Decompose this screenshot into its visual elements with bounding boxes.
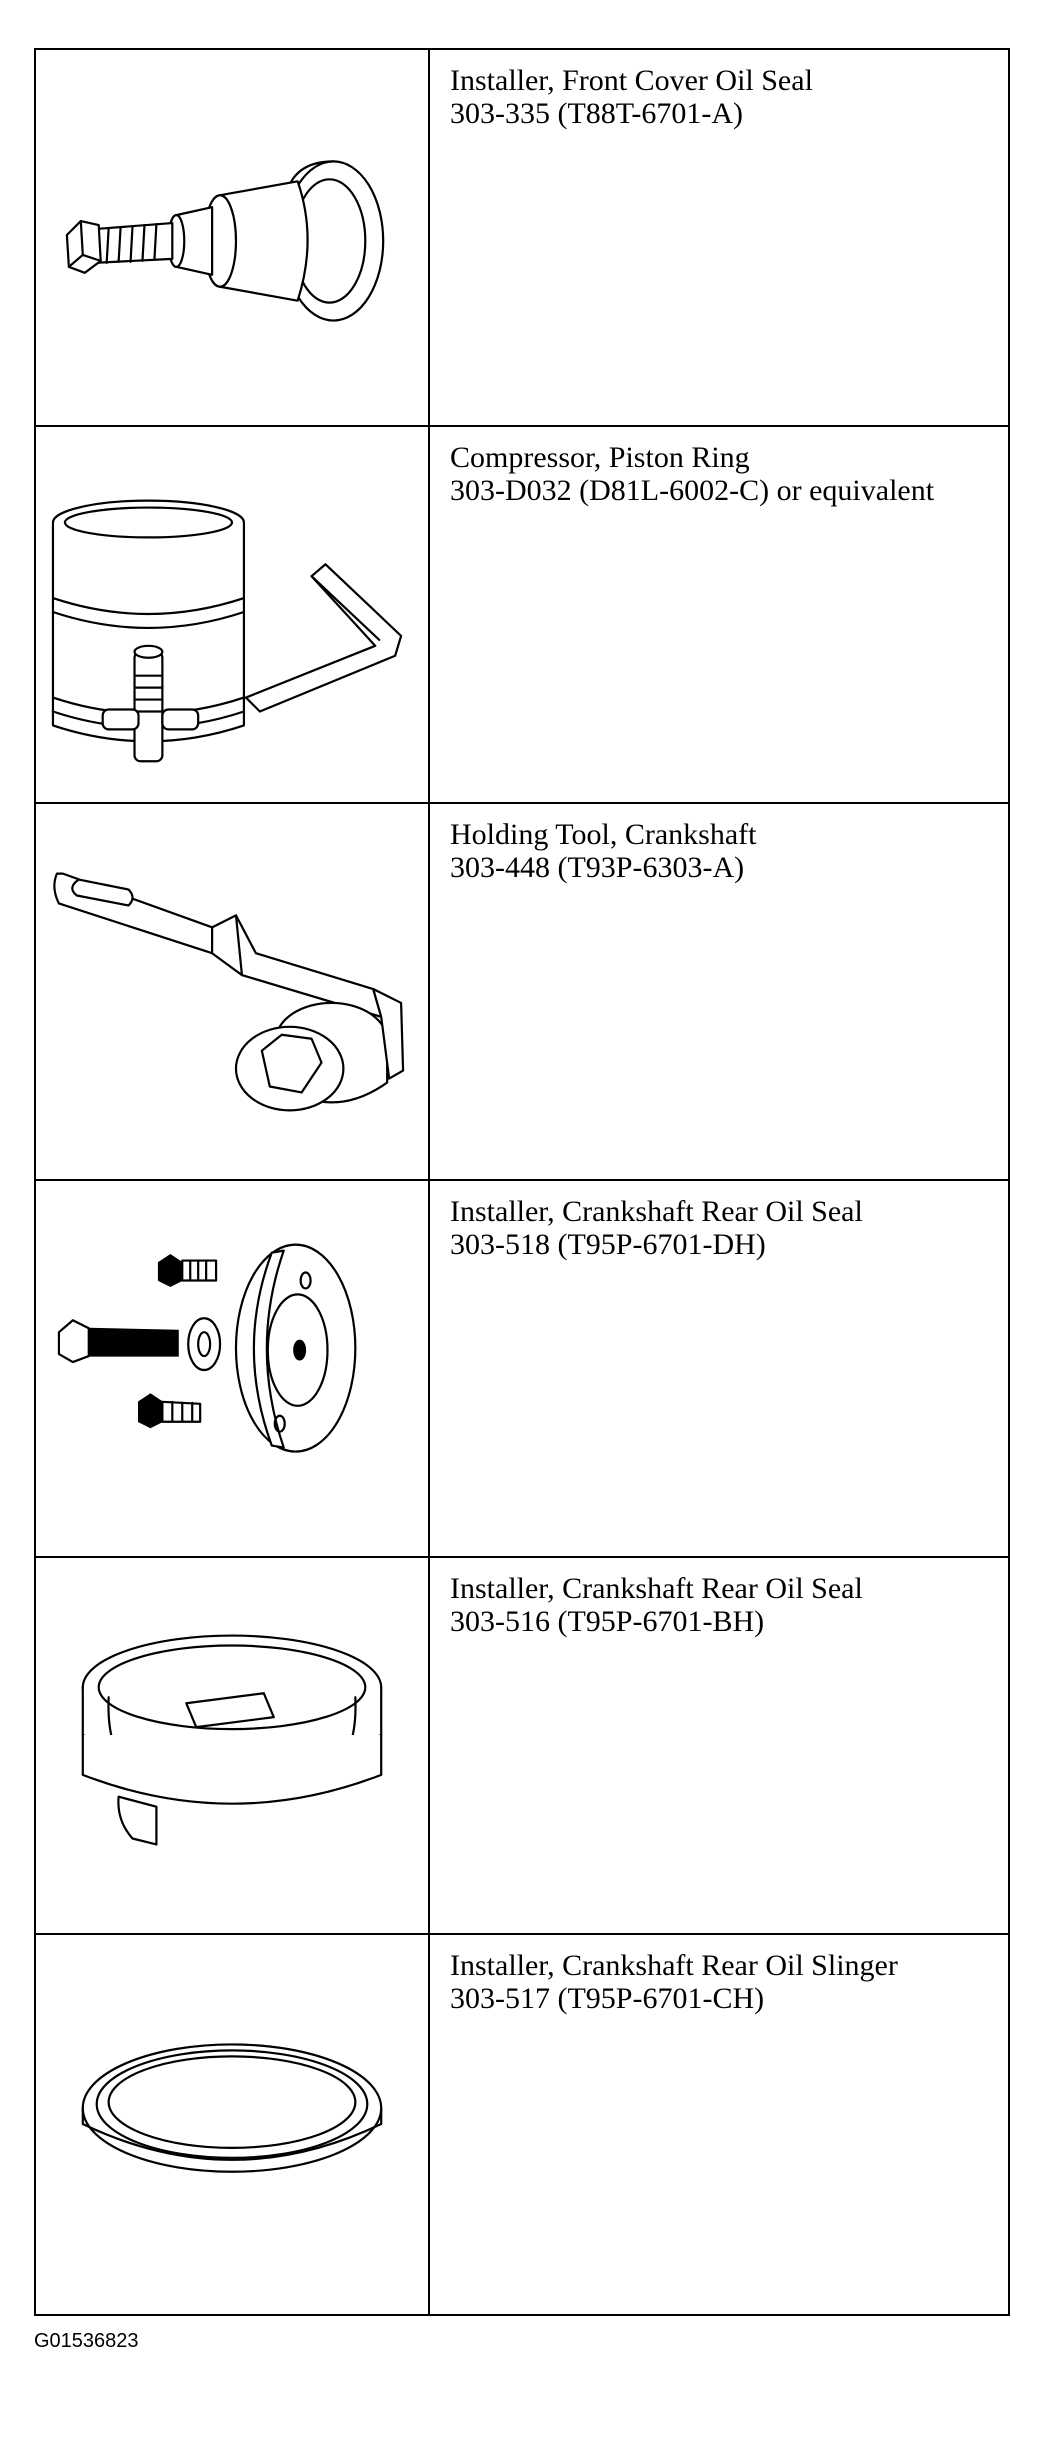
tool-illustration-cell <box>34 1179 430 1558</box>
tool-number: 303-517 (T95P-6701-CH) <box>450 1982 765 2015</box>
tool-row: Holding Tool, Crankshaft 303-448 (T93P-6… <box>34 802 1010 1181</box>
tool-row: Installer, Crankshaft Rear Oil Slinger 3… <box>34 1933 1010 2316</box>
tool-description-cell: Installer, Front Cover Oil Seal 303-335 … <box>428 48 1010 427</box>
tool-number: 303-448 (T93P-6303-A) <box>450 851 745 884</box>
tool-description-cell: Installer, Crankshaft Rear Oil Seal 303-… <box>428 1556 1010 1935</box>
tool-row: Installer, Front Cover Oil Seal 303-335 … <box>34 48 1010 427</box>
tool-name: Installer, Front Cover Oil Seal <box>450 64 813 97</box>
tool-row: Installer, Crankshaft Rear Oil Seal 303-… <box>34 1556 1010 1935</box>
front-cover-seal-installer-icon <box>36 50 428 425</box>
tool-name: Installer, Crankshaft Rear Oil Seal <box>450 1572 863 1605</box>
rear-seal-installer-ring-icon <box>36 1558 428 1933</box>
tool-description-cell: Installer, Crankshaft Rear Oil Seal 303-… <box>428 1179 1010 1558</box>
rear-seal-installer-kit-icon <box>36 1181 428 1556</box>
tool-name: Installer, Crankshaft Rear Oil Seal <box>450 1195 863 1228</box>
tool-illustration-cell <box>34 1556 430 1935</box>
tool-illustration-cell <box>34 802 430 1181</box>
tool-number: 303-D032 (D81L-6002-C) or equivalent <box>450 474 935 507</box>
tool-description-cell: Compressor, Piston Ring 303-D032 (D81L-6… <box>428 425 1010 804</box>
piston-ring-compressor-icon <box>36 427 428 802</box>
crankshaft-holding-tool-icon <box>36 804 428 1179</box>
tool-row: Compressor, Piston Ring 303-D032 (D81L-6… <box>34 425 1010 804</box>
tool-illustration-cell <box>34 425 430 804</box>
tool-number: 303-516 (T95P-6701-BH) <box>450 1605 765 1638</box>
tool-row: Installer, Crankshaft Rear Oil Seal 303-… <box>34 1179 1010 1558</box>
tool-illustration-cell <box>34 1933 430 2316</box>
tool-name: Installer, Crankshaft Rear Oil Slinger <box>450 1949 898 1982</box>
tool-number: 303-518 (T95P-6701-DH) <box>450 1228 766 1261</box>
tool-name: Holding Tool, Crankshaft <box>450 818 757 851</box>
tool-number: 303-335 (T88T-6701-A) <box>450 97 744 130</box>
tool-illustration-cell <box>34 48 430 427</box>
tool-description-cell: Installer, Crankshaft Rear Oil Slinger 3… <box>428 1933 1010 2316</box>
tool-description-cell: Holding Tool, Crankshaft 303-448 (T93P-6… <box>428 802 1010 1181</box>
tool-name: Compressor, Piston Ring <box>450 441 750 474</box>
special-tools-table: Installer, Front Cover Oil Seal 303-335 … <box>34 48 1010 2316</box>
oil-slinger-installer-icon <box>36 1935 428 2314</box>
figure-id: G01536823 <box>34 2330 139 2352</box>
